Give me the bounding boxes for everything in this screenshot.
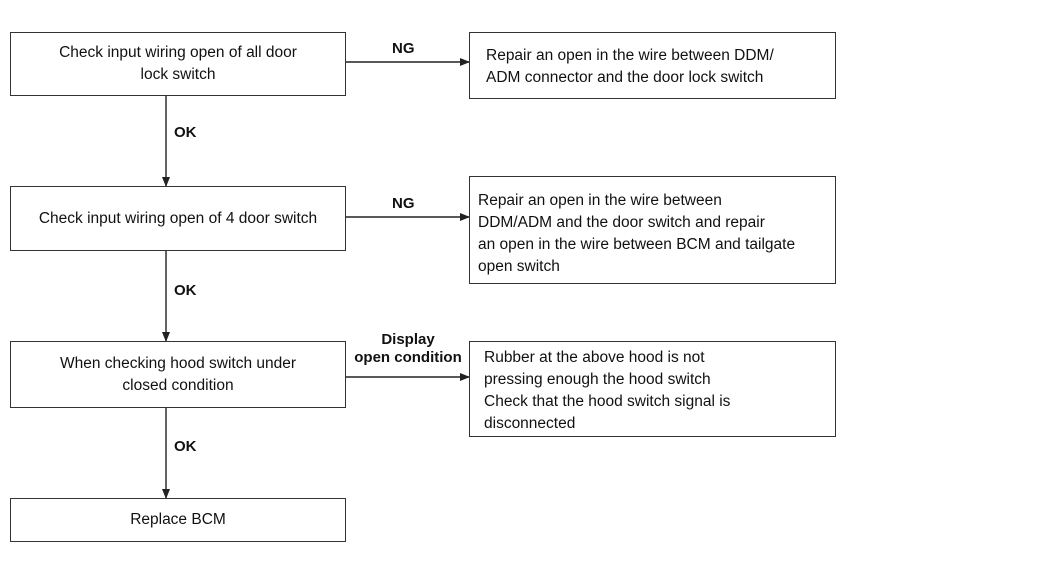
open-condition-label: Display open condition (346, 331, 470, 367)
ok-label-2: OK (174, 282, 197, 299)
result-text-line: Repair an open in the wire between DDM/ (486, 47, 774, 64)
result-hood-rubber-check: Rubber at the above hood is not pressing… (469, 341, 836, 437)
ok-label-3: OK (174, 438, 197, 455)
step-text-line: closed condition (122, 376, 234, 394)
ng-label-1: NG (392, 40, 415, 57)
step-text-line: Check input wiring open of 4 door switch (38, 209, 318, 227)
result-text-line: Rubber at the above hood is not (484, 349, 705, 366)
step-text-line: When checking hood switch under (59, 354, 297, 372)
result-repair-door-switch-wire: Repair an open in the wire between DDM/A… (469, 176, 836, 284)
result-text-line: disconnected (484, 415, 576, 432)
step-text-line: lock switch (140, 66, 216, 83)
result-text-line: Repair an open in the wire between (478, 192, 722, 209)
result-text-line: open switch (478, 258, 560, 275)
result-text-line: ADM connector and the door lock switch (486, 69, 764, 86)
result-repair-door-lock-wire: Repair an open in the wire between DDM/ … (469, 32, 836, 99)
step-text: When checking hood switch under closed c… (60, 353, 296, 397)
step-check-hood-switch: When checking hood switch under closed c… (10, 341, 346, 408)
result-text-line: DDM/ADM and the door switch and repair (478, 214, 765, 231)
step-text-line: Replace BCM (130, 511, 226, 528)
step-text: Check input wiring open of all door lock… (59, 42, 297, 86)
result-text-line: pressing enough the hood switch (484, 371, 711, 388)
step-text: Check input wiring open of 4 door switch (39, 208, 317, 230)
ng-label-2: NG (392, 195, 415, 212)
ok-label-1: OK (174, 124, 197, 141)
step-replace-bcm: Replace BCM (10, 498, 346, 542)
open-condition-label-line: Display (381, 331, 435, 348)
step-text-line: Check input wiring open of all door (59, 44, 297, 61)
step-check-door-lock-switch: Check input wiring open of all door lock… (10, 32, 346, 96)
open-condition-label-line: open condition (354, 349, 462, 366)
result-text-line: Check that the hood switch signal is (484, 393, 731, 410)
result-text-line: an open in the wire between BCM and tail… (478, 236, 796, 253)
step-check-door-switch: Check input wiring open of 4 door switch (10, 186, 346, 251)
step-text: Replace BCM (130, 509, 226, 531)
